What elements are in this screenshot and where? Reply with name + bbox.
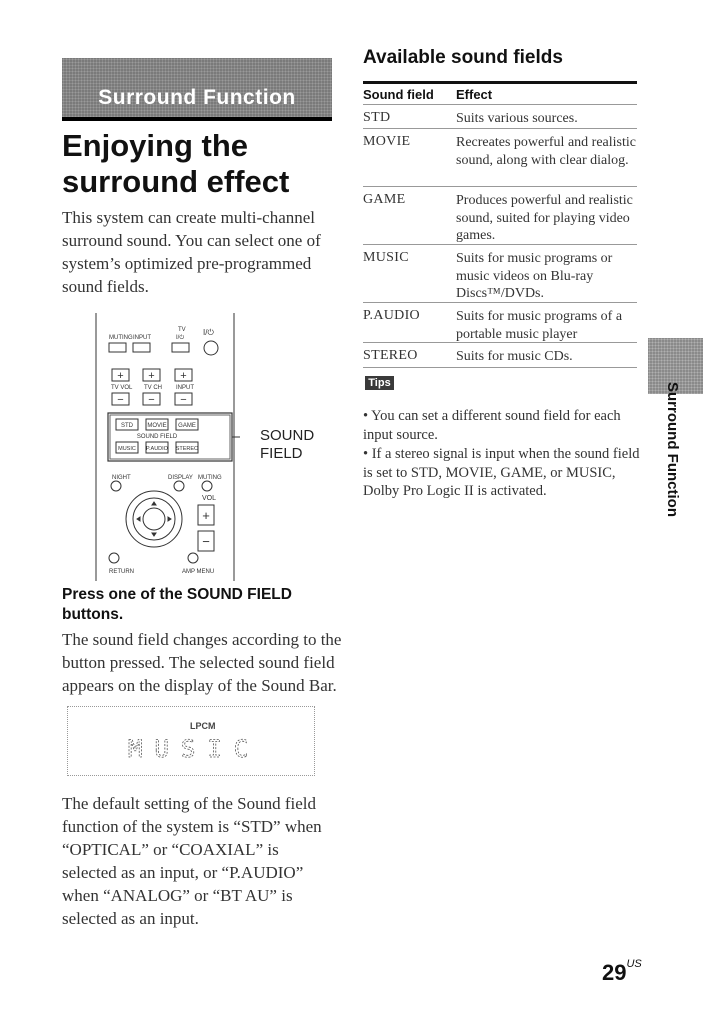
svg-text:STD: STD (121, 423, 134, 429)
tv-ch-label: TV CH (144, 385, 162, 391)
page-number: 29US (602, 958, 642, 985)
std-button (115, 418, 139, 431)
svg-text:−: − (117, 394, 123, 406)
muting2-label: MUTING (198, 475, 222, 481)
intro-paragraph: This system can create multi-channel sur… (62, 208, 321, 296)
sound-field-callout: SOUND FIELD (260, 427, 315, 462)
sound-fields-heading: Available sound fields (363, 47, 563, 68)
svg-text:−: − (180, 394, 186, 406)
tv-ch-plus (142, 368, 161, 382)
svg-text:+: + (180, 370, 186, 382)
row-effect: Suits various sources. (456, 111, 578, 126)
step-heading: Press one of the SOUND FIELD buttons. (62, 586, 292, 623)
power-label: I/⏻ (203, 328, 214, 337)
power-button (203, 340, 219, 356)
display-text: MUSIC (128, 735, 260, 763)
tv-power-button (171, 342, 190, 353)
row-effect: Produces powerful and realistic sound, s… (456, 193, 633, 243)
remote-control-illustration: MUTING INPUT TV I/⏻ I/⏻ + + + TV VOL TV … (95, 313, 240, 581)
table-row: P.AUDIO Suits for music programs of a po… (363, 302, 637, 343)
row-name: MUSIC (363, 250, 409, 265)
row-name: STEREO (363, 348, 418, 363)
banner-rule (62, 117, 332, 121)
svg-text:STEREO: STEREO (176, 446, 199, 452)
section-banner-label: Surround Function (98, 86, 296, 109)
tv-power-label: I/⏻ (176, 334, 184, 341)
display-panel: LPCM MUSIC (67, 706, 315, 776)
table-row: GAME Produces powerful and realistic sou… (363, 186, 637, 245)
svg-text:GAME: GAME (178, 423, 196, 429)
row-name: MOVIE (363, 134, 411, 149)
table-row: STEREO Suits for music CDs. (363, 342, 637, 368)
table-row: STD Suits various sources. (363, 104, 637, 129)
amp-menu-button (187, 552, 199, 564)
input-label: INPUT (133, 335, 151, 341)
svg-text:+: + (117, 370, 123, 382)
svg-text:P.AUDIO: P.AUDIO (146, 446, 169, 452)
stereo-button (175, 441, 199, 454)
tv-ch-minus (142, 392, 161, 406)
night-button (110, 480, 122, 492)
vol-label: VOL (202, 495, 216, 502)
game-button (175, 418, 199, 431)
row-name: STD (363, 110, 391, 125)
tv-label: TV (178, 327, 186, 333)
return-button (108, 552, 120, 564)
tips-badge: Tips (365, 376, 394, 390)
table-header-sound-field: Sound field (363, 87, 434, 102)
display-label: DISPLAY (168, 475, 193, 481)
svg-text:MOVIE: MOVIE (147, 423, 166, 429)
sound-field-group-label: SOUND FIELD (137, 434, 178, 440)
muting-button (108, 342, 127, 353)
row-effect: Recreates powerful and realistic sound, … (456, 135, 636, 168)
section-banner: Surround Function (62, 58, 332, 118)
return-label: RETURN (109, 569, 134, 575)
tv-vol-label: TV VOL (111, 385, 133, 391)
tv-vol-plus (111, 368, 130, 382)
input-button (132, 342, 151, 353)
input2-label: INPUT (176, 385, 194, 391)
movie-button (145, 418, 169, 431)
table-header-effect: Effect (456, 87, 493, 102)
tv-vol-minus (111, 392, 130, 406)
night-label: NIGHT (112, 475, 131, 481)
tip-item: • You can set a different sound field fo… (363, 408, 621, 443)
svg-text:+: + (202, 508, 210, 523)
table-top-rule (363, 81, 637, 84)
row-effect: Suits for music CDs. (456, 349, 573, 364)
table-row: MUSIC Suits for music programs or music … (363, 244, 637, 303)
default-setting-paragraph: The default setting of the Sound field f… (62, 794, 322, 928)
svg-text:−: − (202, 534, 210, 549)
music-button (115, 441, 139, 454)
svg-text:−: − (148, 394, 154, 406)
svg-text:Surround Function: Surround Function (664, 382, 681, 517)
page-title: Enjoying the surround effect (62, 128, 290, 199)
display-button (173, 480, 185, 492)
step-body: The sound field changes according to the… (62, 630, 342, 695)
page-suffix: US (626, 958, 642, 970)
vol-minus-button (197, 530, 215, 552)
row-name: GAME (363, 192, 406, 207)
side-tab-marker (648, 338, 703, 394)
row-effect: Suits for music programs or music videos… (456, 251, 613, 301)
paudio-button (145, 441, 169, 454)
input-plus (174, 368, 193, 382)
row-effect: Suits for music programs of a portable m… (456, 309, 623, 342)
vol-plus-button (197, 504, 215, 526)
muting2-button (201, 480, 213, 492)
side-tab-label: Surround Function (664, 382, 681, 517)
svg-text:+: + (148, 370, 154, 382)
row-name: P.AUDIO (363, 308, 420, 323)
tip-item: • If a stereo signal is input when the s… (363, 446, 640, 499)
enter-button (142, 507, 166, 531)
control-pad (125, 490, 183, 548)
input-minus (174, 392, 193, 406)
muting-label: MUTING (109, 335, 133, 341)
amp-menu-label: AMP MENU (182, 569, 214, 575)
table-row: MOVIE Recreates powerful and realistic s… (363, 128, 637, 187)
lpcm-indicator: LPCM (190, 721, 216, 731)
svg-text:MUSIC: MUSIC (118, 446, 136, 452)
